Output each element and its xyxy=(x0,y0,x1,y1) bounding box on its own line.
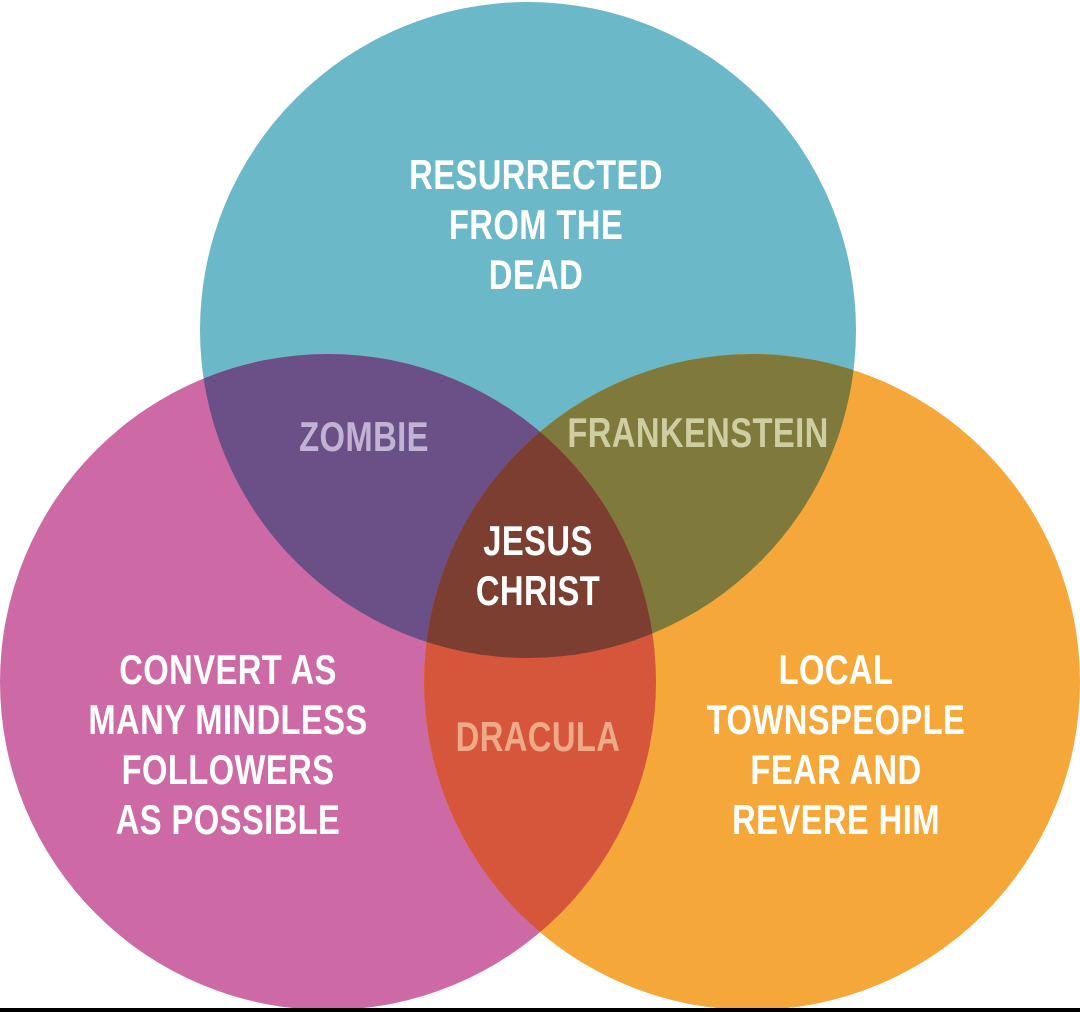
label-dracula: DRACULA xyxy=(455,713,621,760)
label-zombie: ZOMBIE xyxy=(299,413,429,460)
label-townspeople-fear: LOCAL TOWNSPEOPLE FEAR AND REVERE HIM xyxy=(706,646,966,843)
label-jesus-christ: JESUS CHRIST xyxy=(475,517,601,614)
label-resurrected: RESURRECTED FROM THE DEAD xyxy=(409,151,663,298)
region-jesus-christ xyxy=(424,354,656,658)
label-convert-followers: CONVERT AS MANY MINDLESS FOLLOWERS AS PO… xyxy=(88,646,368,843)
bottom-border xyxy=(0,1008,1080,1012)
label-frankenstein: FRANKENSTEIN xyxy=(567,409,829,456)
